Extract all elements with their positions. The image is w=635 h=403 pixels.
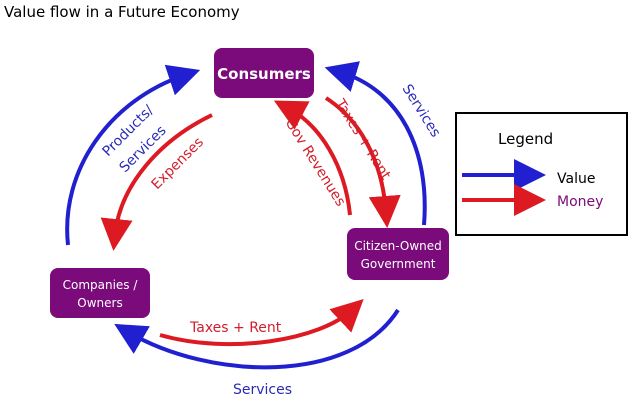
diagram-title: Value flow in a Future Economy bbox=[4, 3, 240, 21]
arrow-services-right bbox=[324, 61, 427, 226]
node-consumers-label: Consumers bbox=[217, 65, 311, 83]
node-government-label-1: Citizen-Owned bbox=[354, 239, 442, 253]
label-services-bottom: Services bbox=[233, 382, 292, 398]
node-companies-label-2: Owners bbox=[77, 296, 122, 310]
arrow-gov-revenues bbox=[273, 100, 352, 216]
legend-title: Legend bbox=[498, 130, 553, 148]
legend-value-label: Value bbox=[557, 171, 595, 187]
node-government-label-2: Government bbox=[361, 257, 436, 271]
arrow-taxes-rent-top bbox=[324, 96, 401, 228]
arrow-taxes-rent-bottom bbox=[159, 299, 364, 347]
node-companies-label-1: Companies / bbox=[63, 278, 139, 292]
label-taxes-rent-bottom: Taxes + Rent bbox=[189, 320, 282, 336]
arrow-services-bottom bbox=[114, 308, 400, 370]
arrow-expenses bbox=[100, 113, 213, 251]
node-government: Citizen-Owned Government bbox=[347, 228, 449, 280]
legend: Legend Value Money bbox=[455, 112, 628, 236]
label-services-right: Services bbox=[399, 82, 444, 141]
node-consumers: Consumers bbox=[214, 48, 314, 98]
legend-money-label: Money bbox=[557, 194, 603, 210]
node-companies: Companies / Owners bbox=[50, 268, 150, 318]
arrow-products-services bbox=[65, 64, 201, 246]
